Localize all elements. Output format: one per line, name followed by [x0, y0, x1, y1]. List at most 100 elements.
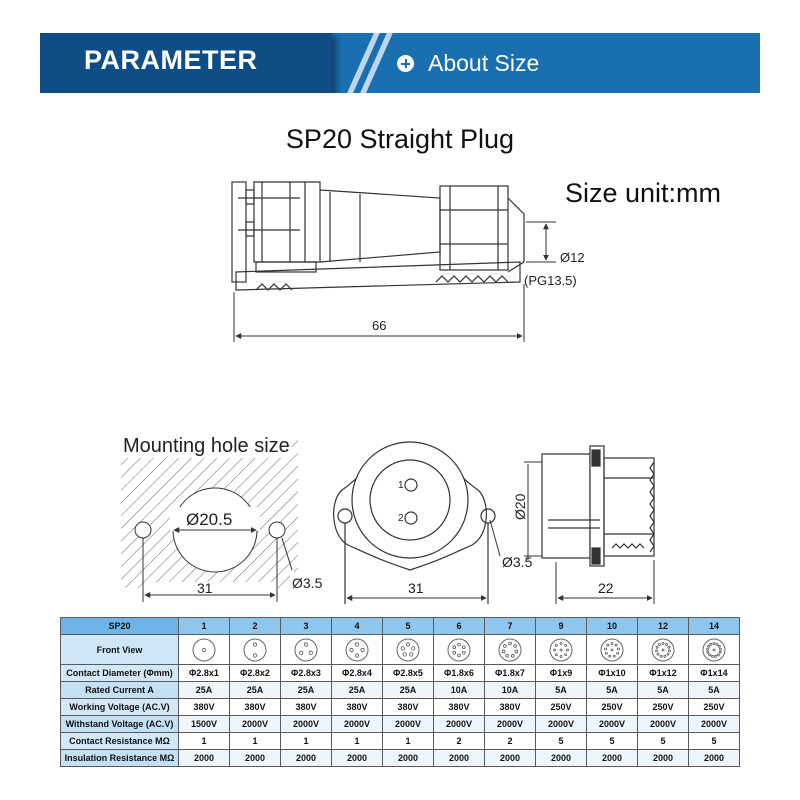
contact-pin	[349, 647, 354, 652]
value-cell: 380V	[178, 698, 230, 716]
connector-face-icon	[294, 638, 318, 661]
connector-face-icon	[651, 638, 675, 661]
thread-label: (PG13.5)	[524, 273, 577, 288]
contact-pin	[559, 654, 563, 658]
value-cell: Φ2.8x3	[280, 664, 332, 682]
contact-pin	[661, 648, 665, 651]
value-cell: 5	[535, 732, 587, 750]
front-view-cell	[484, 634, 536, 665]
front-view-cell	[280, 634, 332, 665]
connector-face-icon	[702, 638, 726, 661]
contact-pin	[252, 641, 258, 647]
connector-face-outline	[294, 638, 318, 661]
contact-pin	[402, 651, 407, 657]
contact-pin	[706, 650, 710, 654]
header-cell: 14	[688, 617, 740, 635]
connector-face-outline	[549, 638, 573, 661]
mount-small-hole-label: Ø3.5	[292, 575, 323, 591]
connector-face-outline	[702, 638, 726, 661]
contact-pin	[554, 652, 558, 656]
value-cell: 2000V	[331, 715, 383, 733]
row-label: Working Voltage (AC.V)	[60, 698, 179, 716]
length-dimension	[233, 284, 525, 342]
contact-pin	[655, 649, 658, 652]
value-cell: 2000	[688, 749, 740, 767]
parameter-label: PARAMETER	[84, 45, 258, 75]
contact-pin	[501, 649, 506, 653]
connector-face-icon	[243, 638, 267, 661]
contact-pin	[715, 642, 719, 646]
connector-face-outline	[192, 638, 216, 661]
contact-pin	[612, 654, 616, 658]
row-label: Rated Current A	[60, 681, 179, 699]
contact-pin	[559, 648, 563, 651]
contact-pin	[514, 649, 519, 653]
front-view-cell	[229, 634, 281, 665]
value-cell: 2000V	[688, 715, 740, 733]
contact-pin	[400, 645, 405, 650]
header-cell: 3	[280, 617, 332, 635]
connector-face-outline	[651, 638, 675, 661]
pin-1-label: 1	[398, 480, 404, 491]
value-cell: 2000	[637, 749, 689, 767]
row-label: Contact Diameter (Φmm)	[60, 664, 179, 682]
contact-pin	[360, 647, 365, 652]
front-view-cell	[688, 634, 740, 665]
value-cell: 2000	[229, 749, 281, 767]
value-cell: 5	[637, 732, 689, 750]
value-cell: 1	[331, 732, 383, 750]
contact-pin	[712, 648, 716, 651]
value-cell: 2000V	[280, 715, 332, 733]
front-view-row: Front View	[60, 634, 740, 665]
contact-pin	[511, 653, 515, 658]
value-cell: 250V	[688, 698, 740, 716]
header-cell: 10	[586, 617, 638, 635]
contact-pin	[604, 646, 607, 650]
value-cell: Φ1x10	[586, 664, 638, 682]
connector-face-icon	[396, 638, 420, 661]
front-view-cell	[586, 634, 638, 665]
contact-pin	[457, 642, 461, 646]
value-cell: Φ1x12	[637, 664, 689, 682]
value-cell: 2000	[331, 749, 383, 767]
value-cell: 25A	[280, 681, 332, 699]
value-cell: Φ2.8x4	[331, 664, 383, 682]
value-cell: 5	[688, 732, 740, 750]
value-cell: 5A	[637, 681, 689, 699]
value-cell: Φ1.8x6	[433, 664, 485, 682]
contact-pin	[708, 652, 712, 656]
value-cell: 2000	[280, 749, 332, 767]
value-cell: 5	[586, 732, 638, 750]
contact-pin	[659, 654, 663, 658]
header-cell: SP20	[60, 617, 179, 635]
value-cell: 2000	[535, 749, 587, 767]
contact-pin	[712, 641, 716, 645]
value-cell: 25A	[331, 681, 383, 699]
contact-pin	[655, 645, 659, 649]
contact-pin	[461, 650, 466, 655]
value-cell: 25A	[178, 681, 230, 699]
contact-pin	[719, 647, 722, 651]
plug-side-view	[231, 181, 525, 291]
value-cell: 2000	[178, 749, 230, 767]
value-cell: 2000V	[382, 715, 434, 733]
value-cell: 2000V	[229, 715, 281, 733]
value-cell: 2000	[382, 749, 434, 767]
value-cell: 1	[229, 732, 281, 750]
value-cell: 2000V	[433, 715, 485, 733]
side-length-label: 22	[598, 580, 614, 596]
contact-pin	[299, 650, 304, 655]
contact-pin	[709, 642, 713, 646]
contact-pin	[663, 654, 667, 658]
value-cell: Φ1.8x7	[484, 664, 536, 682]
contact-pin	[308, 650, 313, 655]
contact-pin	[354, 641, 360, 647]
connector-face-icon	[498, 638, 522, 661]
contact-pin	[564, 643, 568, 647]
value-cell: 2000	[586, 749, 638, 767]
